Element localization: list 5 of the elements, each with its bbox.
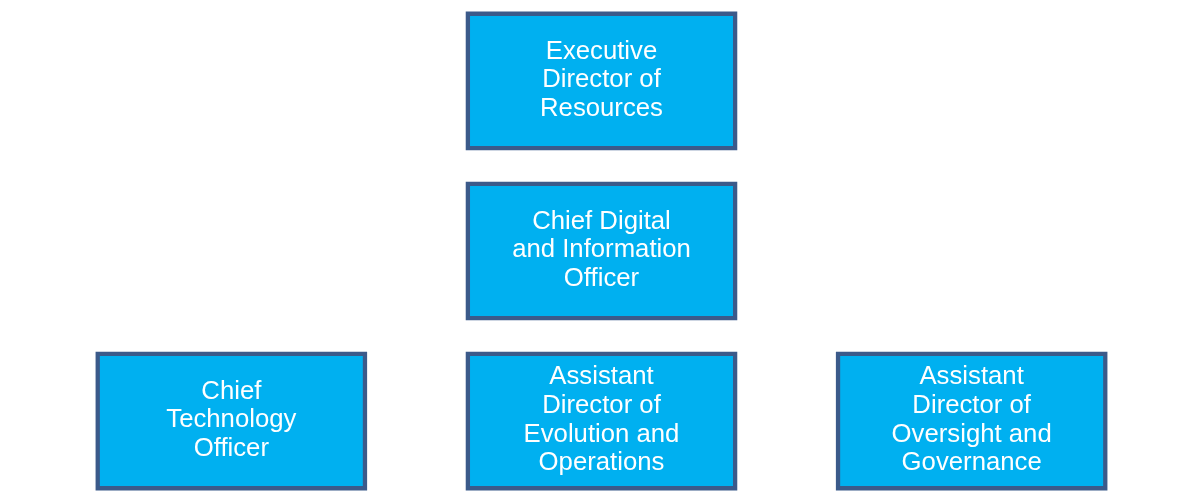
node-box: Chief Technology Officer: [95, 351, 368, 491]
node-box: Assistant Director of Oversight and Governance: [835, 351, 1108, 491]
node-box: Chief Digital and Information Officer: [465, 181, 738, 321]
node-box: Executive Director of Resources: [465, 11, 738, 151]
node-box: Assistant Director of Evolution and Operations: [465, 351, 738, 491]
